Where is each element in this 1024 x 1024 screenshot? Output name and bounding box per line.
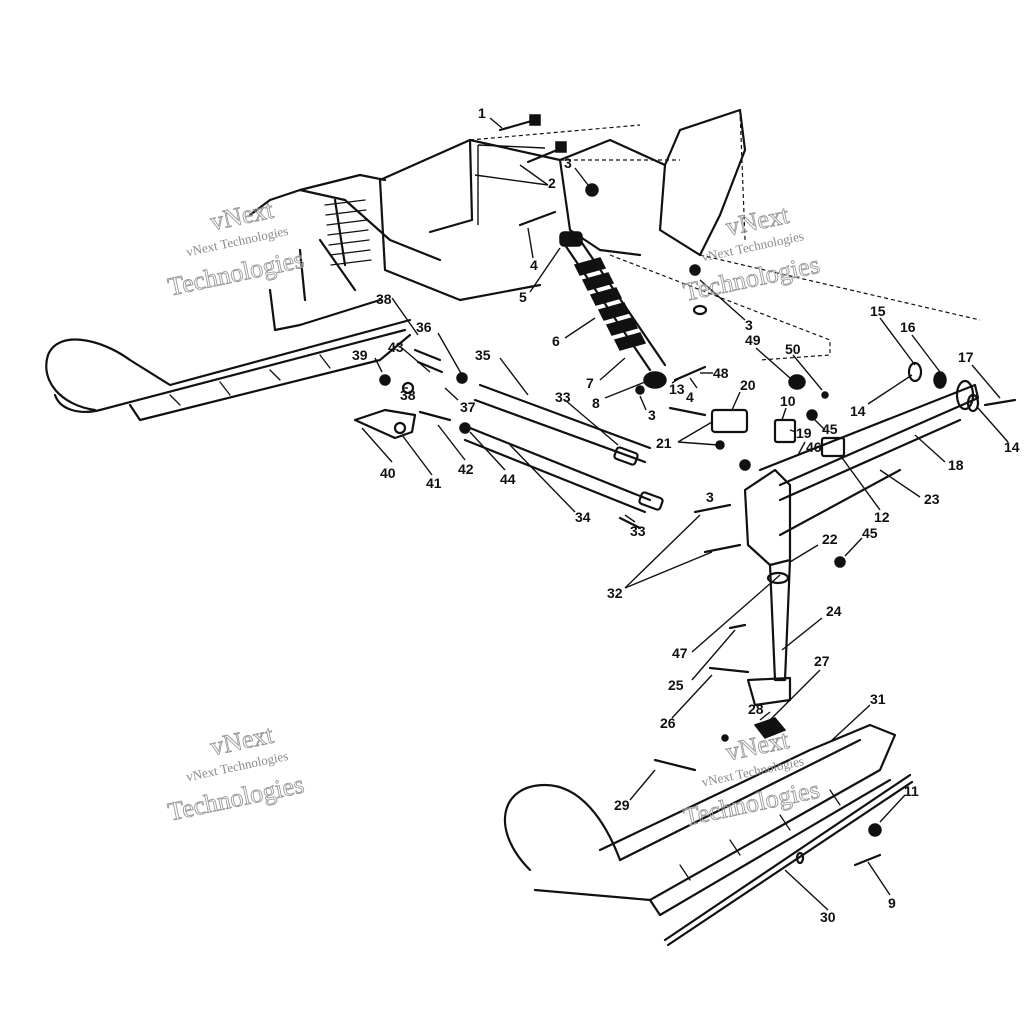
callout-33: 33 [555,389,571,405]
hardware [353,114,1017,867]
callout-38: 38 [376,291,392,307]
callout-13: 13 [669,381,685,397]
callout-8: 8 [592,395,600,411]
callout-3c: 3 [648,407,656,423]
callout-9: 9 [888,895,896,911]
callout-23: 23 [924,491,940,507]
callout-20: 20 [740,377,756,393]
callout-12: 12 [874,509,890,525]
left-ski [45,238,412,422]
callout-33b: 33 [630,523,646,539]
callout-3: 3 [564,155,572,171]
callout-14: 14 [850,403,866,419]
callout-44: 44 [500,471,516,487]
callout-4b: 4 [686,389,694,405]
callout-31: 31 [870,691,886,707]
leader-lines [361,117,1009,911]
callout-22: 22 [822,531,838,547]
callout-27: 27 [814,653,830,669]
callout-2: 2 [548,175,556,191]
callout-40: 40 [380,465,396,481]
callout-16: 16 [900,319,916,335]
callout-6: 6 [552,333,560,349]
callout-50: 50 [785,341,801,357]
spindle [743,468,792,707]
callout-10: 10 [780,393,796,409]
callout-24: 24 [826,603,842,619]
callout-41: 41 [426,475,442,491]
callout-45: 45 [822,421,838,437]
callout-17: 17 [958,349,974,365]
callout-19: 19 [796,425,812,441]
chassis-frame [248,108,981,361]
watermark-top-left: vNext vNext Technologies Technologies [165,194,307,302]
watermark-bottom-left: vNext vNext Technologies Technologies [165,719,307,827]
callout-3d: 3 [706,489,714,505]
callout-26: 26 [660,715,676,731]
steering-arm [758,379,980,537]
callout-29: 29 [614,797,630,813]
callout-14b: 14 [1004,439,1020,455]
callout-45b: 45 [862,525,878,541]
center-shock-absorber [559,231,667,389]
callout-36: 36 [416,319,432,335]
callout-15: 15 [870,303,886,319]
callout-25: 25 [668,677,684,693]
callout-49: 49 [745,332,761,348]
callout-32: 32 [607,585,623,601]
callout-30: 30 [820,909,836,925]
callout-21: 21 [656,435,672,451]
callout-39: 39 [352,347,368,363]
callout-34: 34 [575,509,591,525]
callout-37: 37 [460,399,476,415]
callout-35: 35 [475,347,491,363]
callout-46: 46 [806,439,822,455]
radius-rods [463,383,664,514]
callout-1: 1 [478,105,486,121]
left-shock-absorber [324,198,372,267]
callout-38b: 38 [400,387,416,403]
callout-47: 47 [672,645,688,661]
right-ski [503,723,914,947]
callout-5: 5 [519,289,527,305]
callout-18: 18 [948,457,964,473]
callout-7: 7 [586,375,594,391]
callout-4: 4 [530,257,538,273]
callout-3b: 3 [745,317,753,333]
callout-11: 11 [904,783,919,799]
callout-48: 48 [713,365,729,381]
callout-43: 43 [388,339,404,355]
callout-labels: 1 2 3 4 5 6 7 8 3 3 3 4 13 48 49 50 10 1… [352,105,1020,925]
callout-42: 42 [458,461,474,477]
callout-28: 28 [748,701,764,717]
